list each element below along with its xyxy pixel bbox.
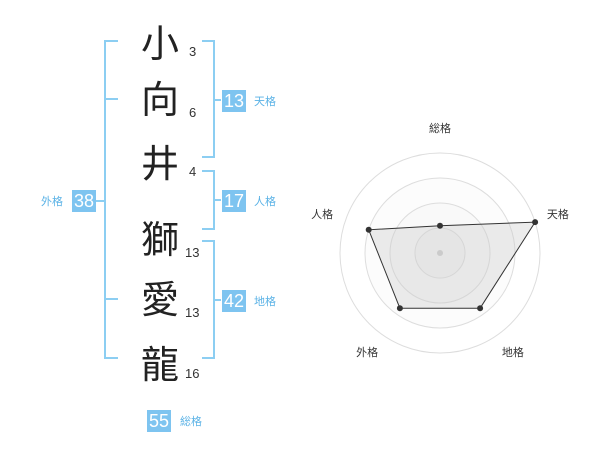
stroke-count-6: 16 xyxy=(185,366,200,381)
stroke-count-5: 13 xyxy=(185,305,200,320)
radar-center-dot xyxy=(437,250,443,256)
stroke-count-3: 4 xyxy=(189,164,197,179)
gaikaku-label: 外格 xyxy=(41,195,63,208)
name-char-6: 龍 xyxy=(140,343,179,387)
chikaku-label: 地格 xyxy=(254,295,276,308)
gaikaku-value-badge: 38 xyxy=(72,190,97,212)
radar-axis-label-3: 地格 xyxy=(501,346,524,360)
radar-point-2 xyxy=(532,219,539,226)
stroke-count-1: 3 xyxy=(189,44,197,59)
radar-axis-label-4: 外格 xyxy=(356,346,379,360)
jinkaku-bracket xyxy=(202,170,215,230)
soukaku-label: 総格 xyxy=(180,415,202,428)
tenkaku-bracket xyxy=(202,40,215,158)
chikaku-connector xyxy=(215,299,221,301)
stroke-count-2: 6 xyxy=(189,105,197,120)
jinkaku-connector xyxy=(215,199,221,201)
gaikaku-connector xyxy=(92,200,104,202)
gaikaku-bracket-tick xyxy=(104,298,118,300)
tenkaku-label: 天格 xyxy=(254,95,276,108)
radar-point-5 xyxy=(365,226,372,233)
stroke-count-4: 13 xyxy=(185,245,200,260)
gaikaku-bracket xyxy=(104,40,118,359)
radar-point-1 xyxy=(437,222,443,229)
tenkaku-connector xyxy=(215,99,221,101)
name-char-4: 獅 xyxy=(140,218,179,262)
name-char-1: 小 xyxy=(140,22,179,66)
radar-data-polygon xyxy=(367,221,537,309)
jinkaku-label: 人格 xyxy=(254,195,276,208)
gaikaku-bracket-tick xyxy=(104,98,118,100)
radar-axis-label-1: 総格 xyxy=(429,122,451,135)
radar-axis-label-5: 人格 xyxy=(311,207,334,221)
chikaku-bracket xyxy=(202,240,215,359)
name-char-2: 向 xyxy=(140,78,179,122)
name-char-5: 愛 xyxy=(140,278,179,322)
chikaku-value-badge: 42 xyxy=(222,290,247,312)
radar-point-4 xyxy=(396,305,403,312)
jinkaku-value-badge: 17 xyxy=(222,190,247,212)
name-char-3: 井 xyxy=(140,142,179,186)
radar-points xyxy=(365,219,539,312)
soukaku-value-badge: 55 xyxy=(147,410,172,432)
tenkaku-value-badge: 13 xyxy=(222,90,247,112)
radar-axis-label-2: 天格 xyxy=(546,207,569,221)
radar-point-3 xyxy=(477,305,484,312)
